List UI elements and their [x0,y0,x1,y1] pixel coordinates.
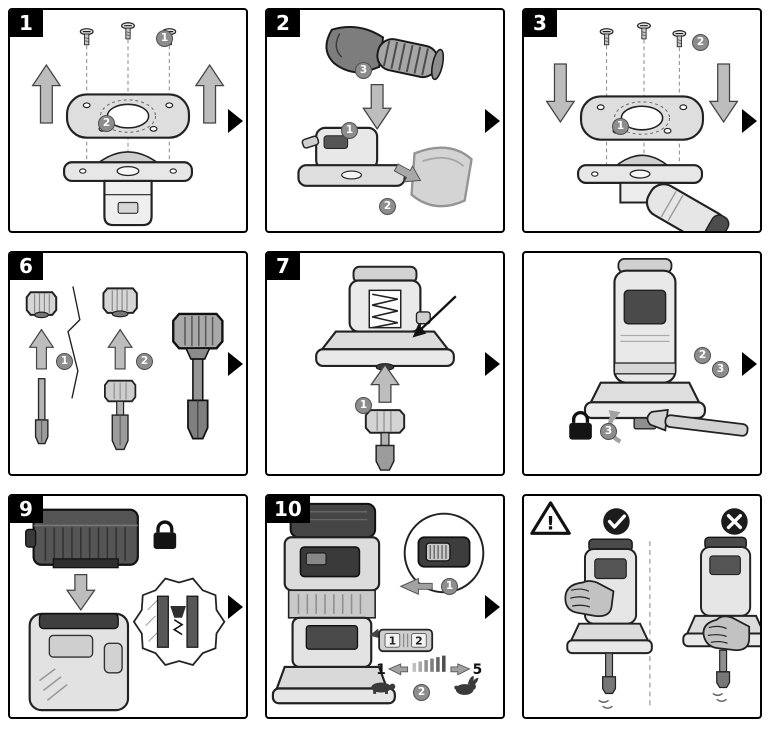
speed-min: 1 [376,662,386,678]
next-step-arrow-icon [742,108,757,133]
callout-badge-lock: 3 [600,423,617,440]
up-arrow [370,363,400,403]
router-tool [583,258,707,430]
warning-triangle-icon: ! [530,501,571,535]
callout-badge-3: 3 [712,361,729,378]
router-bit-small [34,378,49,445]
next-step-arrow-icon [485,594,500,619]
panel-step-10: 10 [265,494,505,719]
callout-badge-2: 2 [694,347,711,364]
slide-arrow [399,577,433,595]
collet-assembled-large [172,312,224,440]
router-base [63,151,193,227]
router-bit-with-nut [104,379,137,451]
step-9-illustration [25,508,226,712]
callout-badge-1: 1 [341,122,358,139]
step-number-label: 3 [524,10,557,37]
panel-step-1: 1 [8,8,248,233]
step-3-illustration [545,22,739,231]
router-base-assembly [315,265,455,371]
callout-badge-1: 1 [441,578,458,595]
step-number-label: 6 [10,253,43,280]
next-step-arrow-icon [485,108,500,133]
sub-base-plate [65,93,191,139]
check-icon [603,508,630,535]
step-2-illustration [297,26,473,208]
step-number-label: 1 [10,10,43,37]
up-arrow [31,63,225,124]
callout-badge-3: 3 [355,62,372,79]
down-arrow [65,573,96,612]
router-base [297,126,406,187]
callout-badge-1: 1 [355,397,372,414]
pointer-arrow [412,295,457,338]
panel-step-2: 2 [265,8,505,233]
battery-pack [25,508,139,569]
grip-warning-illustration: ! [530,501,760,709]
cross-icon [721,508,748,535]
speed-max: 5 [473,662,483,678]
panel-grip-warning: ! [522,494,762,719]
sub-base-plate [579,95,705,141]
wrench-step-illustration [569,258,749,444]
callout-badge-2: 2 [98,115,115,132]
correct-grip-illustration [564,538,653,709]
speed-dial-indicator: 1 2 [369,628,434,653]
wrench [646,408,749,437]
dial-cell-2: 2 [415,634,423,647]
rabbit-icon [454,675,479,695]
panel-step-3: 3 [522,8,762,233]
router-bit [364,409,406,471]
up-arrow [107,328,134,370]
turtle-icon [371,682,396,694]
panel-step-6: 6 [8,251,248,476]
speed-scale: 1 5 [376,655,483,678]
break-line [67,286,81,399]
down-arrow [545,63,739,124]
callout-badge-2: 2 [413,684,430,701]
callout-badge-1: 1 [156,30,173,47]
zoom-burst [132,577,226,666]
callout-badge-1: 1 [612,118,629,135]
step-1-illustration [31,22,225,227]
router-base [577,154,730,231]
screw-icon [599,22,687,48]
step-number-label: 9 [10,496,43,523]
lock-icon [153,520,177,550]
down-arrow [362,84,393,130]
chip-guard [410,146,473,208]
panel-step-9: 9 [8,494,248,719]
lock-icon [569,410,592,440]
up-arrow [28,328,55,370]
next-step-arrow-icon [485,351,500,376]
step-7-illustration [315,265,457,471]
panel-step-7-continued: 2 3 3 [522,251,762,476]
step-6-illustration [25,286,224,451]
next-step-arrow-icon [228,108,243,133]
step-number-label: 2 [267,10,300,37]
router-tool [271,502,396,705]
next-step-arrow-icon [228,351,243,376]
incorrect-grip-illustration [682,536,760,702]
remove-arrow [393,163,422,183]
step-number-label: 7 [267,253,300,280]
collet-nut-small [25,291,58,319]
step-number-label: 10 [267,496,310,523]
warning-mark: ! [546,513,555,534]
step-10-illustration: 1 2 1 5 [271,502,485,705]
dust-nozzle [325,26,445,81]
callout-badge-2: 2 [136,353,153,370]
callout-badge-2: 2 [692,34,709,51]
tool-body [28,612,130,712]
collet-nut-medium [102,287,138,318]
dial-cell-1: 1 [389,634,397,647]
next-step-arrow-icon [742,351,757,376]
callout-badge-1: 1 [56,353,73,370]
callout-badge-2: 2 [379,198,396,215]
next-step-arrow-icon [228,594,243,619]
panel-grid: 1 [8,8,784,719]
panel-step-7: 7 [265,251,505,476]
speed-switch-zoom [403,512,485,594]
